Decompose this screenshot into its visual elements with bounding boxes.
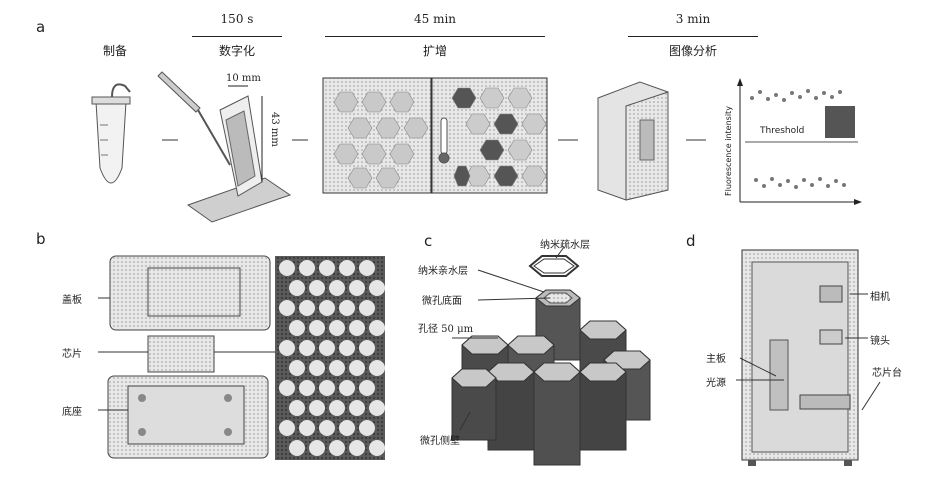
label-hydrophobic-layer: 纳米疏水层 <box>540 236 590 251</box>
step-digitize: 数字化 <box>192 42 282 59</box>
label-cover-plate: 盖板 <box>62 291 82 306</box>
micro-well-array-image <box>275 256 385 460</box>
chip-width-label: 10 mm <box>226 73 261 84</box>
chip-component <box>148 336 214 372</box>
label-lens: 镜头 <box>870 332 890 347</box>
label-camera: 相机 <box>870 288 890 303</box>
label-hydrophilic-layer: 纳米亲水层 <box>418 262 468 277</box>
label-chip: 芯片 <box>62 345 82 360</box>
label-well-sidewall: 微孔侧壁 <box>420 432 460 447</box>
fluorescence-plot <box>737 78 862 205</box>
panel-a-letter: a <box>36 18 45 36</box>
step-prepare: 制备 <box>80 42 150 59</box>
duration-rule <box>192 36 282 37</box>
chip-height-label: 43 mm <box>269 112 280 147</box>
cover-plate <box>110 256 270 330</box>
panel-c-letter: c <box>424 232 432 250</box>
step-image-analysis: 图像分析 <box>628 42 758 59</box>
thermometer-icon <box>441 118 447 154</box>
duration-digitize: 150 s <box>192 12 282 26</box>
microtube-illustration <box>92 84 130 183</box>
imaging-device-illustration <box>598 82 668 200</box>
label-base: 底座 <box>62 403 82 418</box>
threshold-label: Threshold <box>760 126 804 136</box>
duration-amplify: 45 min <box>325 12 545 26</box>
label-light-source: 光源 <box>706 374 726 389</box>
base-component <box>108 376 268 458</box>
panel-b-letter: b <box>36 230 46 248</box>
camera-icon <box>820 286 842 302</box>
plot-y-axis-label: Fluorescence intensity <box>724 106 733 196</box>
hexagonal-wells-illustration <box>452 247 650 465</box>
amplification-right-box <box>432 78 547 193</box>
duration-rule <box>325 36 545 37</box>
pipette-chip-illustration <box>158 72 290 222</box>
label-mainboard: 主板 <box>706 350 726 365</box>
label-pore-size: 孔径 50 μm <box>418 320 473 335</box>
duration-analysis: 3 min <box>628 12 758 26</box>
step-amplify: 扩增 <box>325 42 545 59</box>
duration-rule <box>628 36 758 37</box>
panel-d-letter: d <box>686 232 696 250</box>
instrument-illustration <box>742 250 858 466</box>
amplification-left-box <box>323 78 431 193</box>
label-well-bottom: 微孔底面 <box>422 292 462 307</box>
label-chip-stage: 芯片台 <box>872 364 902 379</box>
